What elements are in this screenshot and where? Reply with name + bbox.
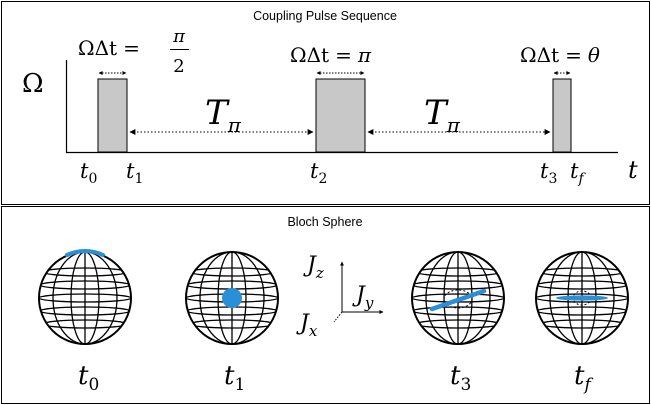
pulse-1-rhs-numerator: π: [172, 26, 186, 47]
time-label-tf: tf: [570, 159, 586, 187]
state-flat-ellipse: [556, 295, 608, 301]
state-dashed-circle: [443, 289, 473, 309]
time-axis-label: t: [628, 156, 638, 184]
sphere-label-tf: tf: [574, 361, 593, 395]
pulse-2-rhs: π: [357, 43, 372, 67]
top-panel-frame: [1, 1, 650, 205]
sphere-outline: [411, 251, 505, 345]
pulse-2-label: ΩΔt=π: [290, 43, 372, 67]
sphere-label-t1: t1: [224, 361, 245, 395]
coordinate-axes: Jz Jy Jx: [296, 253, 384, 340]
pulse-1-label: ΩΔt= π 2: [78, 26, 189, 77]
sphere-label-t0: t0: [78, 361, 99, 395]
jz-label: Jz: [303, 253, 324, 282]
jy-label: Jy: [352, 283, 374, 312]
state-dot-marker: [222, 288, 242, 308]
pulse-3-lhs: ΩΔt: [520, 43, 559, 67]
pulse-2-eq: =: [335, 43, 352, 67]
time-label-t1: t1: [126, 159, 143, 187]
pulse-1-bar: [97, 78, 128, 153]
bloch-sphere-t0: t0: [38, 249, 132, 395]
bloch-sphere-t3: t3: [411, 251, 505, 395]
time-label-t0: t0: [80, 159, 97, 187]
pulse-1-lhs: ΩΔt: [78, 36, 117, 60]
pulse-3-eq: =: [565, 43, 582, 67]
time-label-t2: t2: [310, 159, 327, 187]
bloch-sphere-tf: tf: [535, 251, 629, 395]
state-cap-marker: [65, 249, 105, 257]
gap-2-label: Tπ: [424, 93, 461, 137]
pulse-3-rhs: θ: [588, 43, 600, 67]
pulse-2-bar: [315, 78, 366, 153]
omega-axis-label: Ω: [22, 69, 44, 99]
svg-text:ΩΔt=θ: ΩΔt=θ: [520, 43, 600, 67]
state-tilted-ellipse: [429, 288, 487, 312]
svg-text:ΩΔt=π: ΩΔt=π: [290, 43, 372, 67]
pulse-3-bar: [552, 78, 572, 153]
pulse-sequence-plot: Ω t ΩΔt= π 2 ΩΔt=π ΩΔt=θ Tπ Tπ t0 t1 t2: [22, 26, 638, 187]
pulse-1-rhs-denominator: 2: [173, 56, 184, 77]
time-label-t3: t3: [540, 159, 557, 187]
svg-text:ΩΔt=: ΩΔt=: [78, 36, 140, 60]
jx-label: Jx: [296, 311, 318, 340]
gap-1-label: Tπ: [205, 93, 242, 137]
sphere-outline: [185, 251, 279, 345]
top-panel-title: Coupling Pulse Sequence: [253, 9, 397, 23]
pulse-2-lhs: ΩΔt: [290, 43, 329, 67]
bloch-sphere-t1: t1: [185, 251, 279, 395]
bottom-panel-title: Bloch Sphere: [287, 215, 362, 229]
bottom-panel-frame: [1, 206, 650, 404]
sphere-label-t3: t3: [450, 361, 471, 395]
jx-axis-line: [333, 311, 343, 323]
pulse-1-eq: =: [123, 36, 140, 60]
pulse-3-label: ΩΔt=θ: [520, 43, 600, 67]
sphere-outline: [535, 251, 629, 345]
